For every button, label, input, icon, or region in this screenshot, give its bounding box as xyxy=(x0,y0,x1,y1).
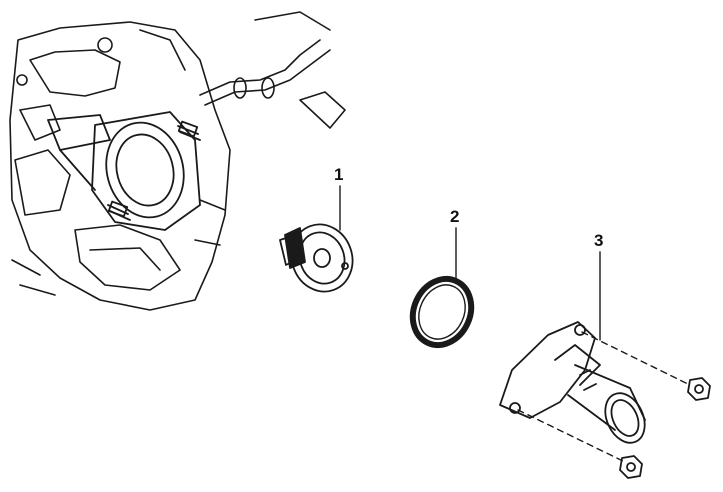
callout-label-3: 3 xyxy=(594,231,603,250)
engine-block xyxy=(9,21,231,311)
housing-cover-part xyxy=(499,321,646,444)
callout-label-1: 1 xyxy=(334,165,343,184)
thermostat-part xyxy=(279,223,354,293)
engine-thermostat-housing xyxy=(47,111,201,231)
nut-lower xyxy=(619,455,643,479)
bolt-axis-lines xyxy=(517,331,691,463)
sealing-ring-part xyxy=(409,275,475,349)
coolant-hose xyxy=(199,11,346,129)
callout-label-2: 2 xyxy=(450,207,459,226)
nut-upper xyxy=(687,377,711,401)
